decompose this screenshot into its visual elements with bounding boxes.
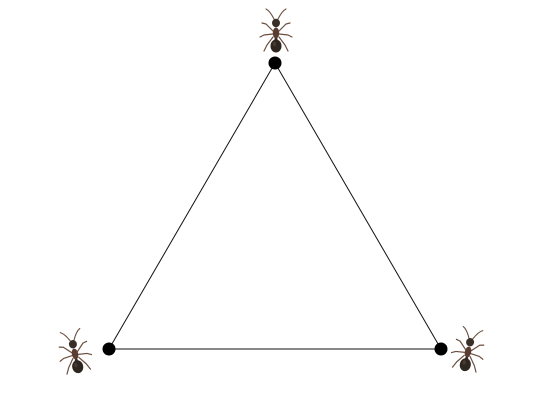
vertex-bottom-right: [434, 342, 448, 356]
triangle-edge-left: [108, 62, 276, 350]
vertex-bottom-left: [102, 342, 116, 356]
ant-icon: [53, 326, 96, 378]
ant-icon: [447, 324, 490, 376]
vertex-top: [268, 56, 282, 70]
ant-icon: [259, 8, 293, 54]
triangle-vertices: [102, 56, 448, 356]
triangle-edges: [108, 62, 442, 350]
triangle-edge-right: [274, 62, 442, 350]
